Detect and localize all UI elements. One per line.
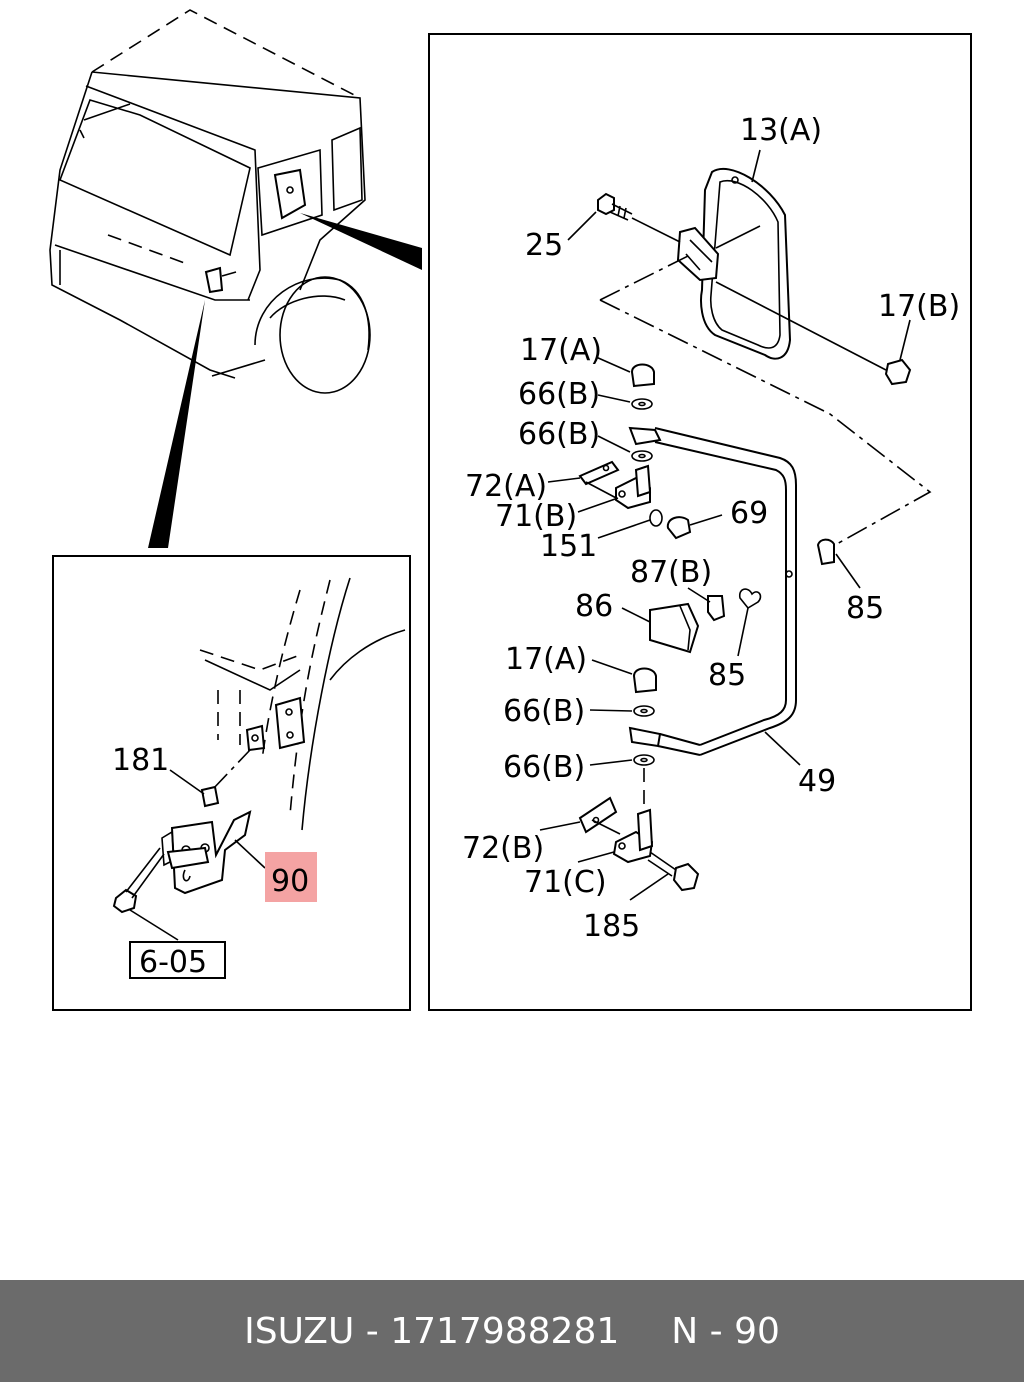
callout-66b-2: 66(B) — [518, 417, 600, 452]
callout-185: 185 — [583, 909, 640, 944]
callout-66b-4: 66(B) — [503, 750, 585, 785]
truck-cab-illustration — [49, 9, 422, 548]
callout-181: 181 — [112, 743, 169, 778]
callout-72b: 72(B) — [462, 831, 544, 866]
callout-85-mid: 85 — [708, 658, 746, 693]
callout-66b-1: 66(B) — [518, 377, 600, 412]
mirror-detail-panel — [428, 33, 972, 1011]
footer-bar: ISUZU - 1717988281 N - 90 — [0, 1280, 1024, 1382]
parts-diagram: 13(A) 25 17(B) 17(A) 66(B) 66(B) 72(A) 7… — [49, 9, 972, 1011]
callout-86: 86 — [575, 589, 613, 624]
callout-6-05: 6-05 — [139, 945, 207, 980]
callout-17a-top: 17(A) — [520, 333, 602, 368]
callout-87b: 87(B) — [630, 555, 712, 590]
footer-separator: - — [354, 1310, 391, 1352]
footer-part-number: 1717988281 — [390, 1310, 620, 1352]
footer-ref-prefix: N — [671, 1310, 699, 1352]
callout-72a: 72(A) — [465, 469, 547, 504]
callout-17a-bottom: 17(A) — [505, 642, 587, 677]
callout-85-right: 85 — [846, 591, 884, 626]
callout-13a: 13(A) — [740, 113, 822, 148]
callout-25: 25 — [525, 228, 563, 263]
callout-90: 90 — [271, 864, 309, 899]
callout-labels: 13(A) 25 17(B) 17(A) 66(B) 66(B) 72(A) 7… — [112, 113, 960, 980]
highlight-box — [265, 852, 317, 902]
footer-ref-number: 90 — [734, 1310, 780, 1352]
footer-brand: ISUZU — [244, 1310, 355, 1352]
callout-71b: 71(B) — [495, 499, 577, 534]
bracket-detail-panel — [52, 555, 411, 1011]
callout-49: 49 — [798, 764, 836, 799]
callout-69: 69 — [730, 496, 768, 531]
callout-17b: 17(B) — [878, 289, 960, 324]
footer-ref-separator: - — [698, 1310, 735, 1352]
callout-71c: 71(C) — [524, 865, 607, 900]
callout-151: 151 — [540, 529, 597, 564]
callout-66b-3: 66(B) — [503, 694, 585, 729]
